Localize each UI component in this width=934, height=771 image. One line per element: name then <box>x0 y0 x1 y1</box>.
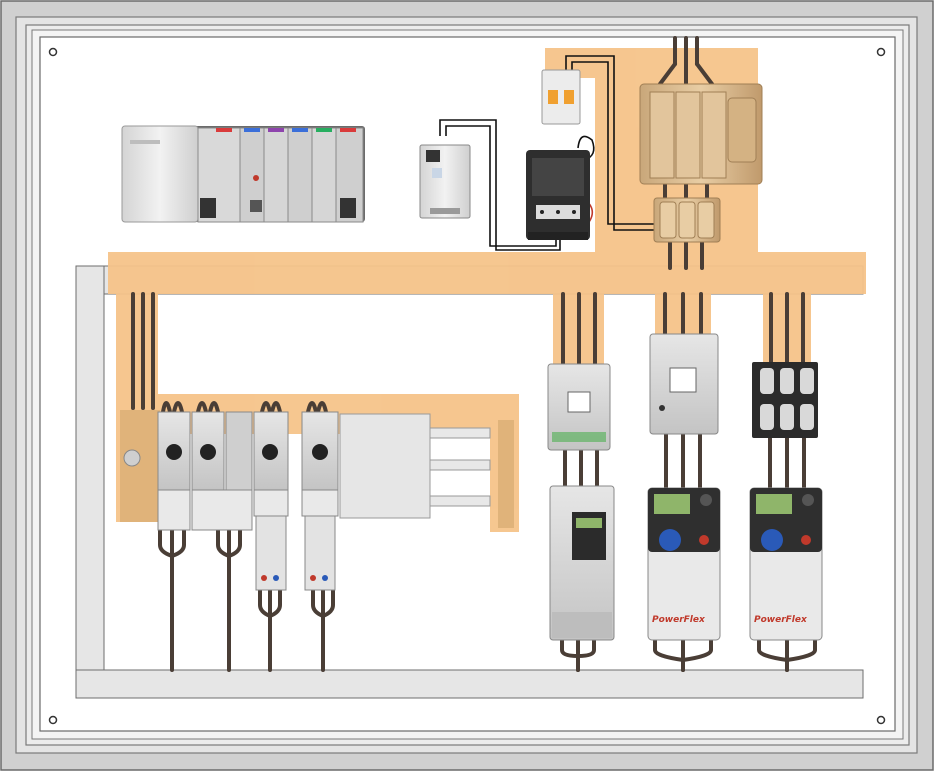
starter-3 <box>253 411 289 591</box>
branch-breaker-2 <box>649 333 719 435</box>
drive-brand-text: PowerFlex <box>652 615 706 625</box>
drive-brand-text: PowerFlex <box>754 615 808 625</box>
control-fuse-block <box>541 69 581 125</box>
power-wiring <box>131 36 817 672</box>
main-disconnect <box>639 83 763 185</box>
drive-2: PowerFlex <box>647 487 721 641</box>
starter-1 <box>157 411 191 531</box>
motor-starters <box>157 411 339 591</box>
starter-din-rail <box>120 410 514 528</box>
branch-fuses-3 <box>752 362 818 438</box>
drive-1 <box>549 485 615 641</box>
drive-3: PowerFlex <box>749 487 823 641</box>
branch-breaker-1 <box>547 363 611 451</box>
starter-4 <box>301 411 339 591</box>
mounting-screws <box>48 47 886 725</box>
control-transformer <box>526 150 590 240</box>
starter-2 <box>191 411 253 531</box>
plc-chassis <box>121 125 365 223</box>
power-supply <box>419 144 471 219</box>
control-wiring <box>439 55 656 251</box>
main-fuses <box>653 197 721 243</box>
